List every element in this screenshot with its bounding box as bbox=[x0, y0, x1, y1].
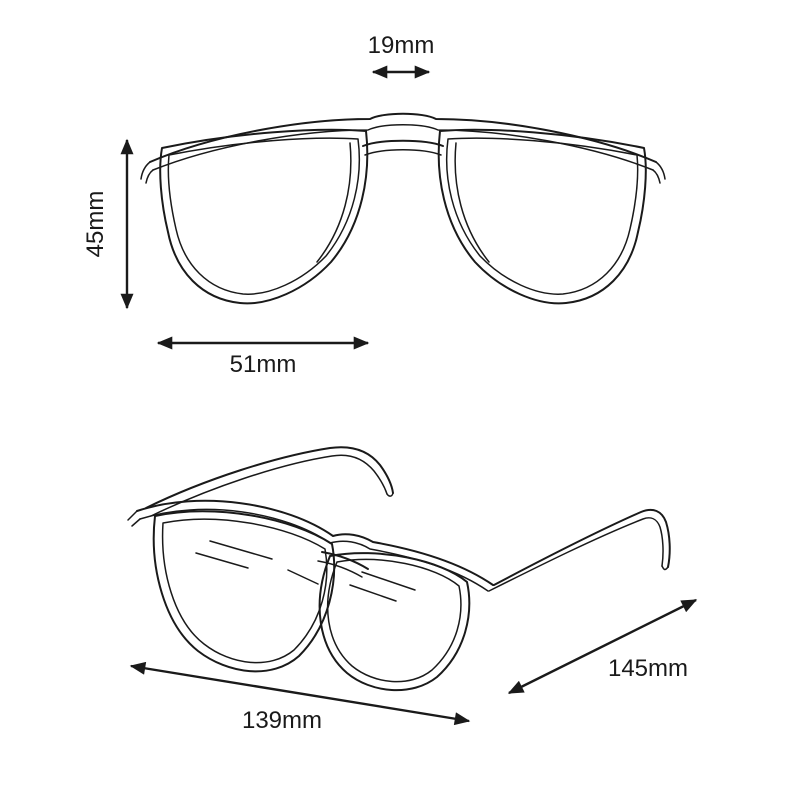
left-lens-inner-rim bbox=[167, 137, 361, 295]
brow-bar bbox=[149, 112, 657, 163]
left-lens-outline bbox=[152, 510, 336, 673]
right-temple-inner bbox=[488, 517, 664, 592]
left-temple-tip bbox=[386, 492, 394, 497]
brow-bar bbox=[136, 499, 494, 586]
temple-length-dimension: 145mm bbox=[507, 598, 698, 695]
left-lens-inner-rim bbox=[161, 518, 328, 664]
bridge-width-dimension: 19mm bbox=[368, 32, 435, 79]
right-lens-inner-rim bbox=[445, 137, 639, 295]
left-lens-reflection bbox=[195, 540, 319, 585]
left-lens-outline bbox=[159, 128, 369, 305]
bridge-bar-inner bbox=[364, 149, 442, 156]
bridge-bar-inner bbox=[317, 560, 363, 578]
right-temple bbox=[493, 508, 671, 586]
lens-width-label: 51mm bbox=[230, 351, 297, 378]
lens-height-label: 45mm bbox=[82, 191, 109, 258]
frame-width-label: 139mm bbox=[242, 707, 322, 734]
left-hinge bbox=[140, 161, 154, 184]
right-lens-reflection bbox=[349, 571, 416, 602]
frame-width-arrow bbox=[129, 661, 471, 726]
right-hinge bbox=[652, 161, 666, 184]
right-lens-inner-rim bbox=[326, 558, 462, 683]
front-view-glasses bbox=[140, 112, 666, 305]
bridge-width-label: 19mm bbox=[368, 32, 435, 59]
brow-bar-inner bbox=[139, 508, 489, 592]
frame-width-dimension: 139mm bbox=[129, 661, 471, 734]
right-lens-outline bbox=[318, 552, 471, 692]
temple-length-arrow bbox=[507, 598, 698, 695]
bridge-bar bbox=[362, 139, 444, 147]
right-lens-reflection bbox=[454, 142, 490, 263]
lens-width-dimension: 51mm bbox=[156, 336, 370, 378]
lens-height-dimension: 45mm bbox=[82, 138, 134, 310]
left-hinge bbox=[127, 510, 141, 527]
temple-length-label: 145mm bbox=[608, 655, 688, 682]
right-temple-tip bbox=[661, 565, 669, 571]
left-lens-reflection bbox=[316, 142, 352, 263]
left-temple-inner bbox=[150, 454, 388, 517]
brow-bar-inner bbox=[152, 124, 654, 171]
right-lens-outline bbox=[437, 128, 647, 305]
left-temple bbox=[145, 446, 394, 509]
